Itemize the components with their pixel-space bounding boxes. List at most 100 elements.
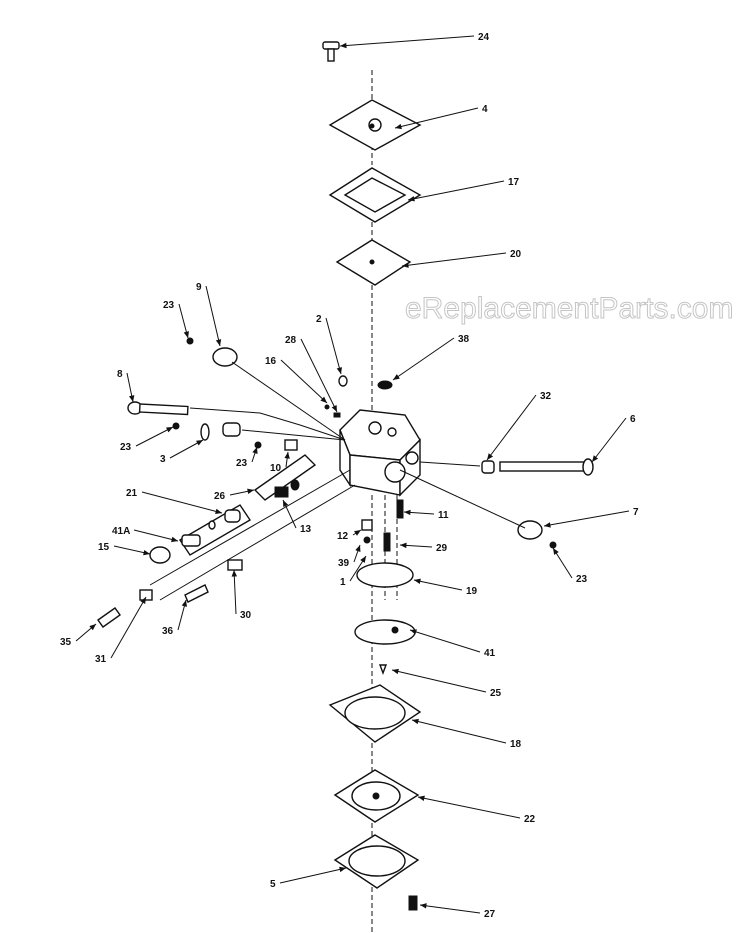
arrowhead-icon bbox=[196, 440, 203, 446]
arrowhead-icon bbox=[553, 548, 559, 555]
leader-line bbox=[135, 426, 174, 447]
leader-line bbox=[394, 107, 479, 129]
arrowhead-icon bbox=[320, 396, 327, 403]
callout-label: 21 bbox=[126, 488, 138, 499]
arrowhead-icon bbox=[284, 452, 290, 459]
callout-label: 20 bbox=[510, 249, 522, 260]
leader-line bbox=[205, 285, 221, 347]
callout-label: 30 bbox=[240, 610, 252, 621]
arrowhead-icon bbox=[340, 42, 347, 49]
screw-24 bbox=[322, 41, 340, 62]
arrowhead-icon bbox=[183, 331, 189, 338]
callout-label: 13 bbox=[300, 524, 312, 535]
leader-line bbox=[413, 579, 463, 591]
callout-label: 3 bbox=[160, 454, 166, 465]
arrowhead-icon bbox=[354, 530, 361, 536]
callout-label: 17 bbox=[508, 177, 520, 188]
leader-line bbox=[141, 491, 223, 514]
arrowhead-icon bbox=[283, 500, 289, 507]
leader-line bbox=[543, 510, 630, 527]
callout-label: 8 bbox=[117, 369, 123, 380]
callout-label: 16 bbox=[265, 356, 277, 367]
callout-label: 11 bbox=[438, 510, 449, 521]
callout-label: 41A bbox=[112, 526, 130, 537]
callout-label: 19 bbox=[466, 586, 478, 597]
callout-label: 23 bbox=[236, 458, 248, 469]
arrowhead-icon bbox=[166, 427, 173, 433]
arrowhead-icon bbox=[414, 578, 421, 584]
callout-label: 18 bbox=[510, 739, 522, 750]
callout-label: 41 bbox=[484, 648, 496, 659]
arrowhead-icon bbox=[544, 522, 551, 528]
arrowhead-icon bbox=[331, 405, 337, 412]
leader-line bbox=[591, 417, 627, 463]
callout-label: 7 bbox=[633, 507, 639, 518]
leader-line bbox=[392, 337, 455, 381]
callout-label: 26 bbox=[214, 491, 226, 502]
arrowhead-icon bbox=[215, 508, 222, 514]
callout-label: 23 bbox=[576, 574, 588, 585]
arrowhead-icon bbox=[171, 536, 178, 543]
arrowhead-icon bbox=[129, 395, 135, 402]
arrowhead-icon bbox=[143, 549, 150, 556]
callout-label: 29 bbox=[436, 543, 448, 554]
callout-label: 22 bbox=[524, 814, 536, 825]
callout-label: 1 bbox=[340, 577, 346, 588]
leader-line bbox=[409, 629, 481, 653]
arrowhead-icon bbox=[418, 795, 425, 801]
arrowhead-icon bbox=[339, 866, 346, 873]
callout-label: 35 bbox=[60, 637, 72, 648]
callout-label: 27 bbox=[484, 909, 496, 920]
arrowhead-icon bbox=[408, 196, 415, 202]
throttle-shaft-8 bbox=[127, 401, 189, 416]
arrowhead-icon bbox=[412, 718, 419, 725]
callout-label: 23 bbox=[120, 442, 132, 453]
callout-label: 10 bbox=[270, 463, 282, 474]
arrowhead-icon bbox=[215, 339, 222, 346]
callout-label: 36 bbox=[162, 626, 174, 637]
callout-label: 24 bbox=[478, 32, 490, 43]
arrowhead-icon bbox=[592, 455, 599, 462]
callout-label: 39 bbox=[338, 558, 350, 569]
arrowhead-icon bbox=[181, 600, 187, 607]
leader-line bbox=[279, 867, 347, 884]
arrowhead-icon bbox=[252, 447, 258, 454]
arrowhead-icon bbox=[355, 545, 361, 552]
arrowhead-icon bbox=[231, 570, 238, 577]
leader-line bbox=[417, 796, 521, 819]
arrowhead-icon bbox=[400, 542, 407, 549]
callout-label: 31 bbox=[95, 654, 107, 665]
callout-label: 6 bbox=[630, 414, 636, 425]
callout-label: 32 bbox=[540, 391, 552, 402]
arrowhead-icon bbox=[392, 668, 399, 675]
arrowhead-icon bbox=[402, 262, 409, 268]
watermark: eReplacementParts.com bbox=[405, 292, 733, 325]
leader-line bbox=[300, 338, 338, 413]
leader-line bbox=[133, 529, 179, 542]
arrowhead-icon bbox=[395, 123, 402, 130]
leader-line bbox=[407, 180, 505, 201]
leader-line bbox=[401, 252, 507, 267]
callout-label: 5 bbox=[270, 879, 276, 890]
leader-line bbox=[419, 904, 481, 914]
callout-label: 25 bbox=[490, 688, 502, 699]
callout-label: 9 bbox=[196, 282, 202, 293]
arrowhead-icon bbox=[360, 556, 366, 563]
leader-line bbox=[325, 317, 342, 375]
arrowhead-icon bbox=[393, 374, 400, 380]
leader-line bbox=[280, 359, 328, 404]
arrowhead-icon bbox=[487, 453, 494, 460]
callout-label: 15 bbox=[98, 542, 110, 553]
arrowhead-icon bbox=[247, 488, 254, 494]
arrowhead-icon bbox=[336, 367, 342, 374]
arrowhead-icon bbox=[89, 624, 96, 631]
callout-label: 23 bbox=[163, 300, 175, 311]
callout-label: 4 bbox=[482, 104, 488, 115]
arrowhead-icon bbox=[420, 903, 427, 909]
leader-line bbox=[339, 35, 475, 47]
arrowhead-icon bbox=[140, 597, 146, 604]
callout-label: 28 bbox=[285, 335, 297, 346]
